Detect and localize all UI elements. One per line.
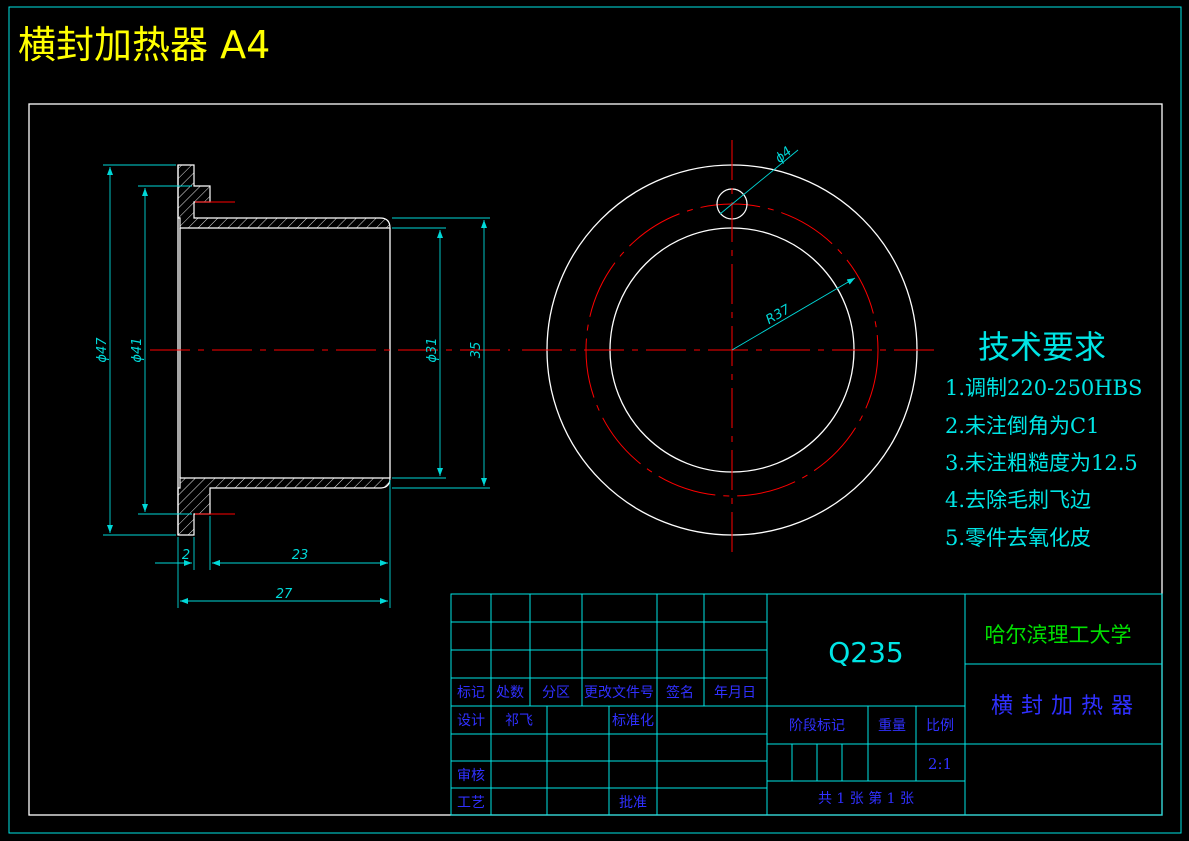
tb-material: Q235 (828, 636, 903, 669)
tb-school: 哈尔滨理工大学 (985, 623, 1132, 647)
tb-header-mark: 标记 (457, 685, 485, 701)
tb-header-zone: 分区 (542, 685, 570, 701)
tb-review-label: 审核 (457, 768, 485, 784)
tb-designer: 祁飞 (505, 713, 533, 729)
tb-weight-label: 重量 (878, 718, 906, 734)
tb-header-count: 处数 (496, 685, 524, 701)
sheet-outer-border (8, 6, 1182, 834)
front-view (522, 140, 942, 560)
tb-header-signature: 签名 (666, 684, 694, 701)
title-block (450, 593, 1163, 816)
dim-label-27: 27 (276, 587, 293, 602)
tb-header-date: 年月日 (714, 685, 756, 701)
dim-label-d31: ϕ31 (425, 337, 440, 362)
dim-label-23: 23 (292, 548, 309, 563)
tb-standardize-label: 标准化 (612, 713, 654, 729)
title-block-frame (450, 593, 1163, 816)
tech-requirement-2: 2.未注倒角为C1 (945, 414, 1099, 438)
tb-stage-label: 阶段标记 (789, 718, 845, 734)
tb-process-label: 工艺 (457, 795, 485, 811)
tech-requirement-4: 4.去除毛刺飞边 (945, 488, 1091, 512)
tech-requirement-3: 3.未注粗糙度为12.5 (945, 451, 1138, 475)
section-dimensions (103, 164, 490, 608)
tb-approve-label: 批准 (619, 795, 647, 811)
tb-part-name: 横封加热器 (991, 694, 1141, 719)
tech-requirement-5: 5.零件去氧化皮 (945, 526, 1091, 550)
drawing-title: 横封加热器 A4 (18, 23, 270, 67)
dim-label-35: 35 (469, 342, 484, 359)
dim-label-2: 2 (182, 548, 190, 563)
hatched-wall-top (177, 164, 391, 229)
tech-requirements-heading: 技术要求 (978, 328, 1106, 366)
tb-scale-label: 比例 (926, 718, 954, 734)
section-view (150, 164, 510, 536)
dim-label-r37: R37 (763, 302, 793, 328)
tb-sheets: 共 1 张 第 1 张 (818, 790, 914, 807)
dim-label-hole: ϕ4 (772, 144, 795, 166)
radius-leader (731, 277, 856, 351)
tech-requirement-1: 1.调制220-250HBS (945, 376, 1142, 400)
tb-design-label: 设计 (457, 713, 485, 729)
tb-header-change-doc: 更改文件号 (584, 685, 654, 701)
hole-leader (719, 149, 799, 215)
dim-label-d47: ϕ47 (95, 337, 110, 363)
dim-label-d41: ϕ41 (130, 337, 145, 362)
tb-scale-value: 2:1 (928, 755, 952, 773)
hatched-wall-bottom (177, 477, 391, 536)
